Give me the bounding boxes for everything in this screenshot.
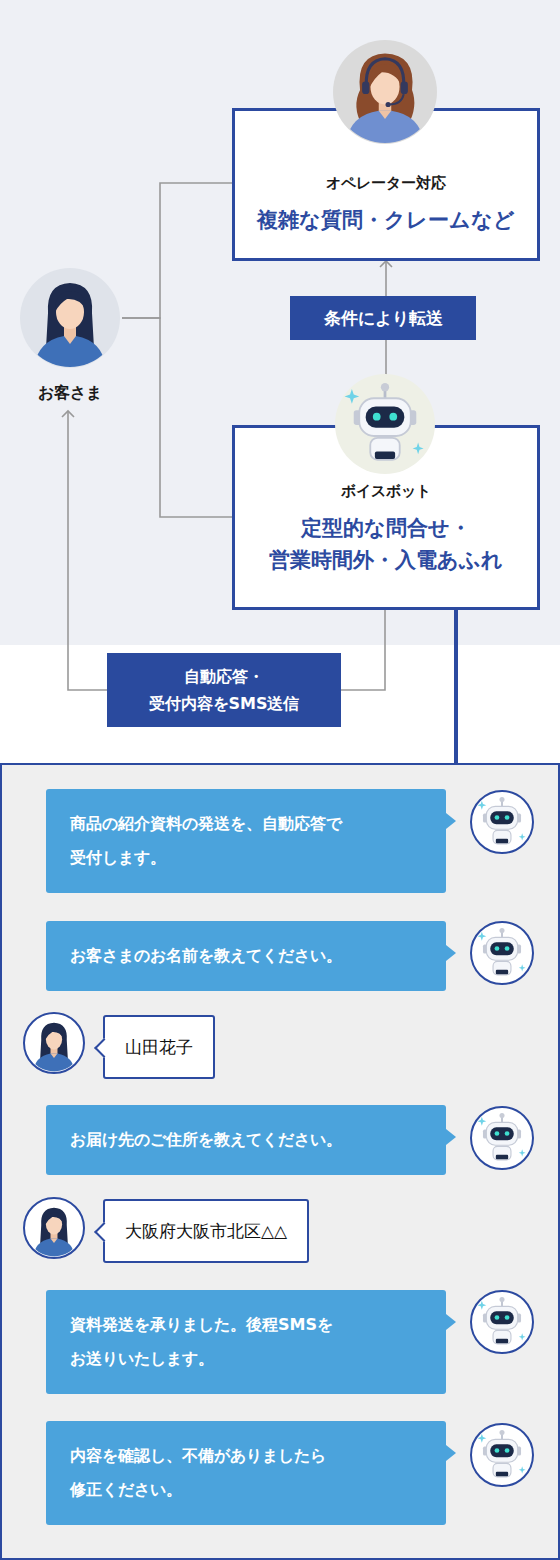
user-avatar-bg bbox=[24, 1013, 84, 1073]
user-bubble: 山田花子 bbox=[103, 1015, 215, 1079]
panel-connector bbox=[454, 610, 458, 763]
customer-node: お客さま bbox=[18, 268, 122, 405]
bot-avatar-bg bbox=[471, 1291, 533, 1353]
bot-avatar bbox=[477, 1430, 525, 1477]
user-avatar bbox=[33, 1023, 75, 1072]
operator-box: オペレーター対応複雑な質問・クレームなど bbox=[232, 108, 540, 261]
bot-bubble: お届け先のご住所を教えてください。 bbox=[46, 1105, 446, 1175]
node-text: 複雑な質問・クレームなど bbox=[247, 204, 525, 236]
node-text: オペレーター対応 bbox=[247, 172, 525, 194]
bot-avatar bbox=[477, 1297, 525, 1344]
flow-connector bbox=[122, 183, 232, 318]
flow-connector bbox=[122, 318, 232, 517]
node-text: 資料発送を承りました。後程SMSを お送りいたします。 bbox=[70, 1308, 422, 1376]
node-text: お客さま bbox=[18, 381, 122, 405]
node-text: お届け先のご住所を教えてください。 bbox=[70, 1123, 422, 1157]
node-text: 大阪府大阪市北区△△ bbox=[125, 1215, 287, 1247]
edge-label-band: 自動応答・ 受付内容をSMS送信 bbox=[107, 653, 341, 727]
node-text: 山田花子 bbox=[125, 1031, 193, 1063]
customer-avatar-bg bbox=[20, 268, 120, 368]
node-text: 商品の紹介資料の発送を、自動応答で 受付します。 bbox=[70, 807, 422, 875]
customer-avatar bbox=[34, 283, 106, 368]
node-text: 内容を確認し、不備がありましたら 修正ください。 bbox=[70, 1439, 422, 1507]
bot-avatar-bg bbox=[471, 922, 533, 984]
bot-avatar bbox=[477, 797, 525, 844]
chat-ground bbox=[0, 763, 560, 1560]
user-avatar-bg bbox=[24, 1198, 84, 1258]
edge-label-band: 条件により転送 bbox=[290, 296, 476, 340]
bot-avatar bbox=[477, 928, 525, 975]
chat-panel: 商品の紹介資料の発送を、自動応答で 受付します。お客さまのお名前を教えてください… bbox=[0, 763, 560, 1560]
bot-avatar-bg bbox=[471, 1424, 533, 1486]
bot-bubble: お客さまのお名前を教えてください。 bbox=[46, 921, 446, 991]
top-ground bbox=[0, 0, 560, 645]
bot-bubble: 資料発送を承りました。後程SMSを お送りいたします。 bbox=[46, 1290, 446, 1394]
user-avatar bbox=[33, 1208, 75, 1257]
user-bubble: 大阪府大阪市北区△△ bbox=[103, 1199, 309, 1263]
node-text: お客さまのお名前を教えてください。 bbox=[70, 939, 422, 973]
voicebot-box: ボイスボット定型的な問合せ・ 営業時間外・入電あふれ bbox=[232, 425, 540, 610]
node-text: ボイスボット bbox=[247, 480, 525, 502]
bot-avatar bbox=[477, 1113, 525, 1160]
node-text: 定型的な問合せ・ 営業時間外・入電あふれ bbox=[247, 512, 525, 576]
bot-avatar-bg bbox=[471, 791, 533, 853]
bot-bubble: 内容を確認し、不備がありましたら 修正ください。 bbox=[46, 1421, 446, 1525]
bot-avatar-bg bbox=[471, 1107, 533, 1169]
flow-connector bbox=[385, 261, 387, 425]
bot-bubble: 商品の紹介資料の発送を、自動応答で 受付します。 bbox=[46, 789, 446, 893]
